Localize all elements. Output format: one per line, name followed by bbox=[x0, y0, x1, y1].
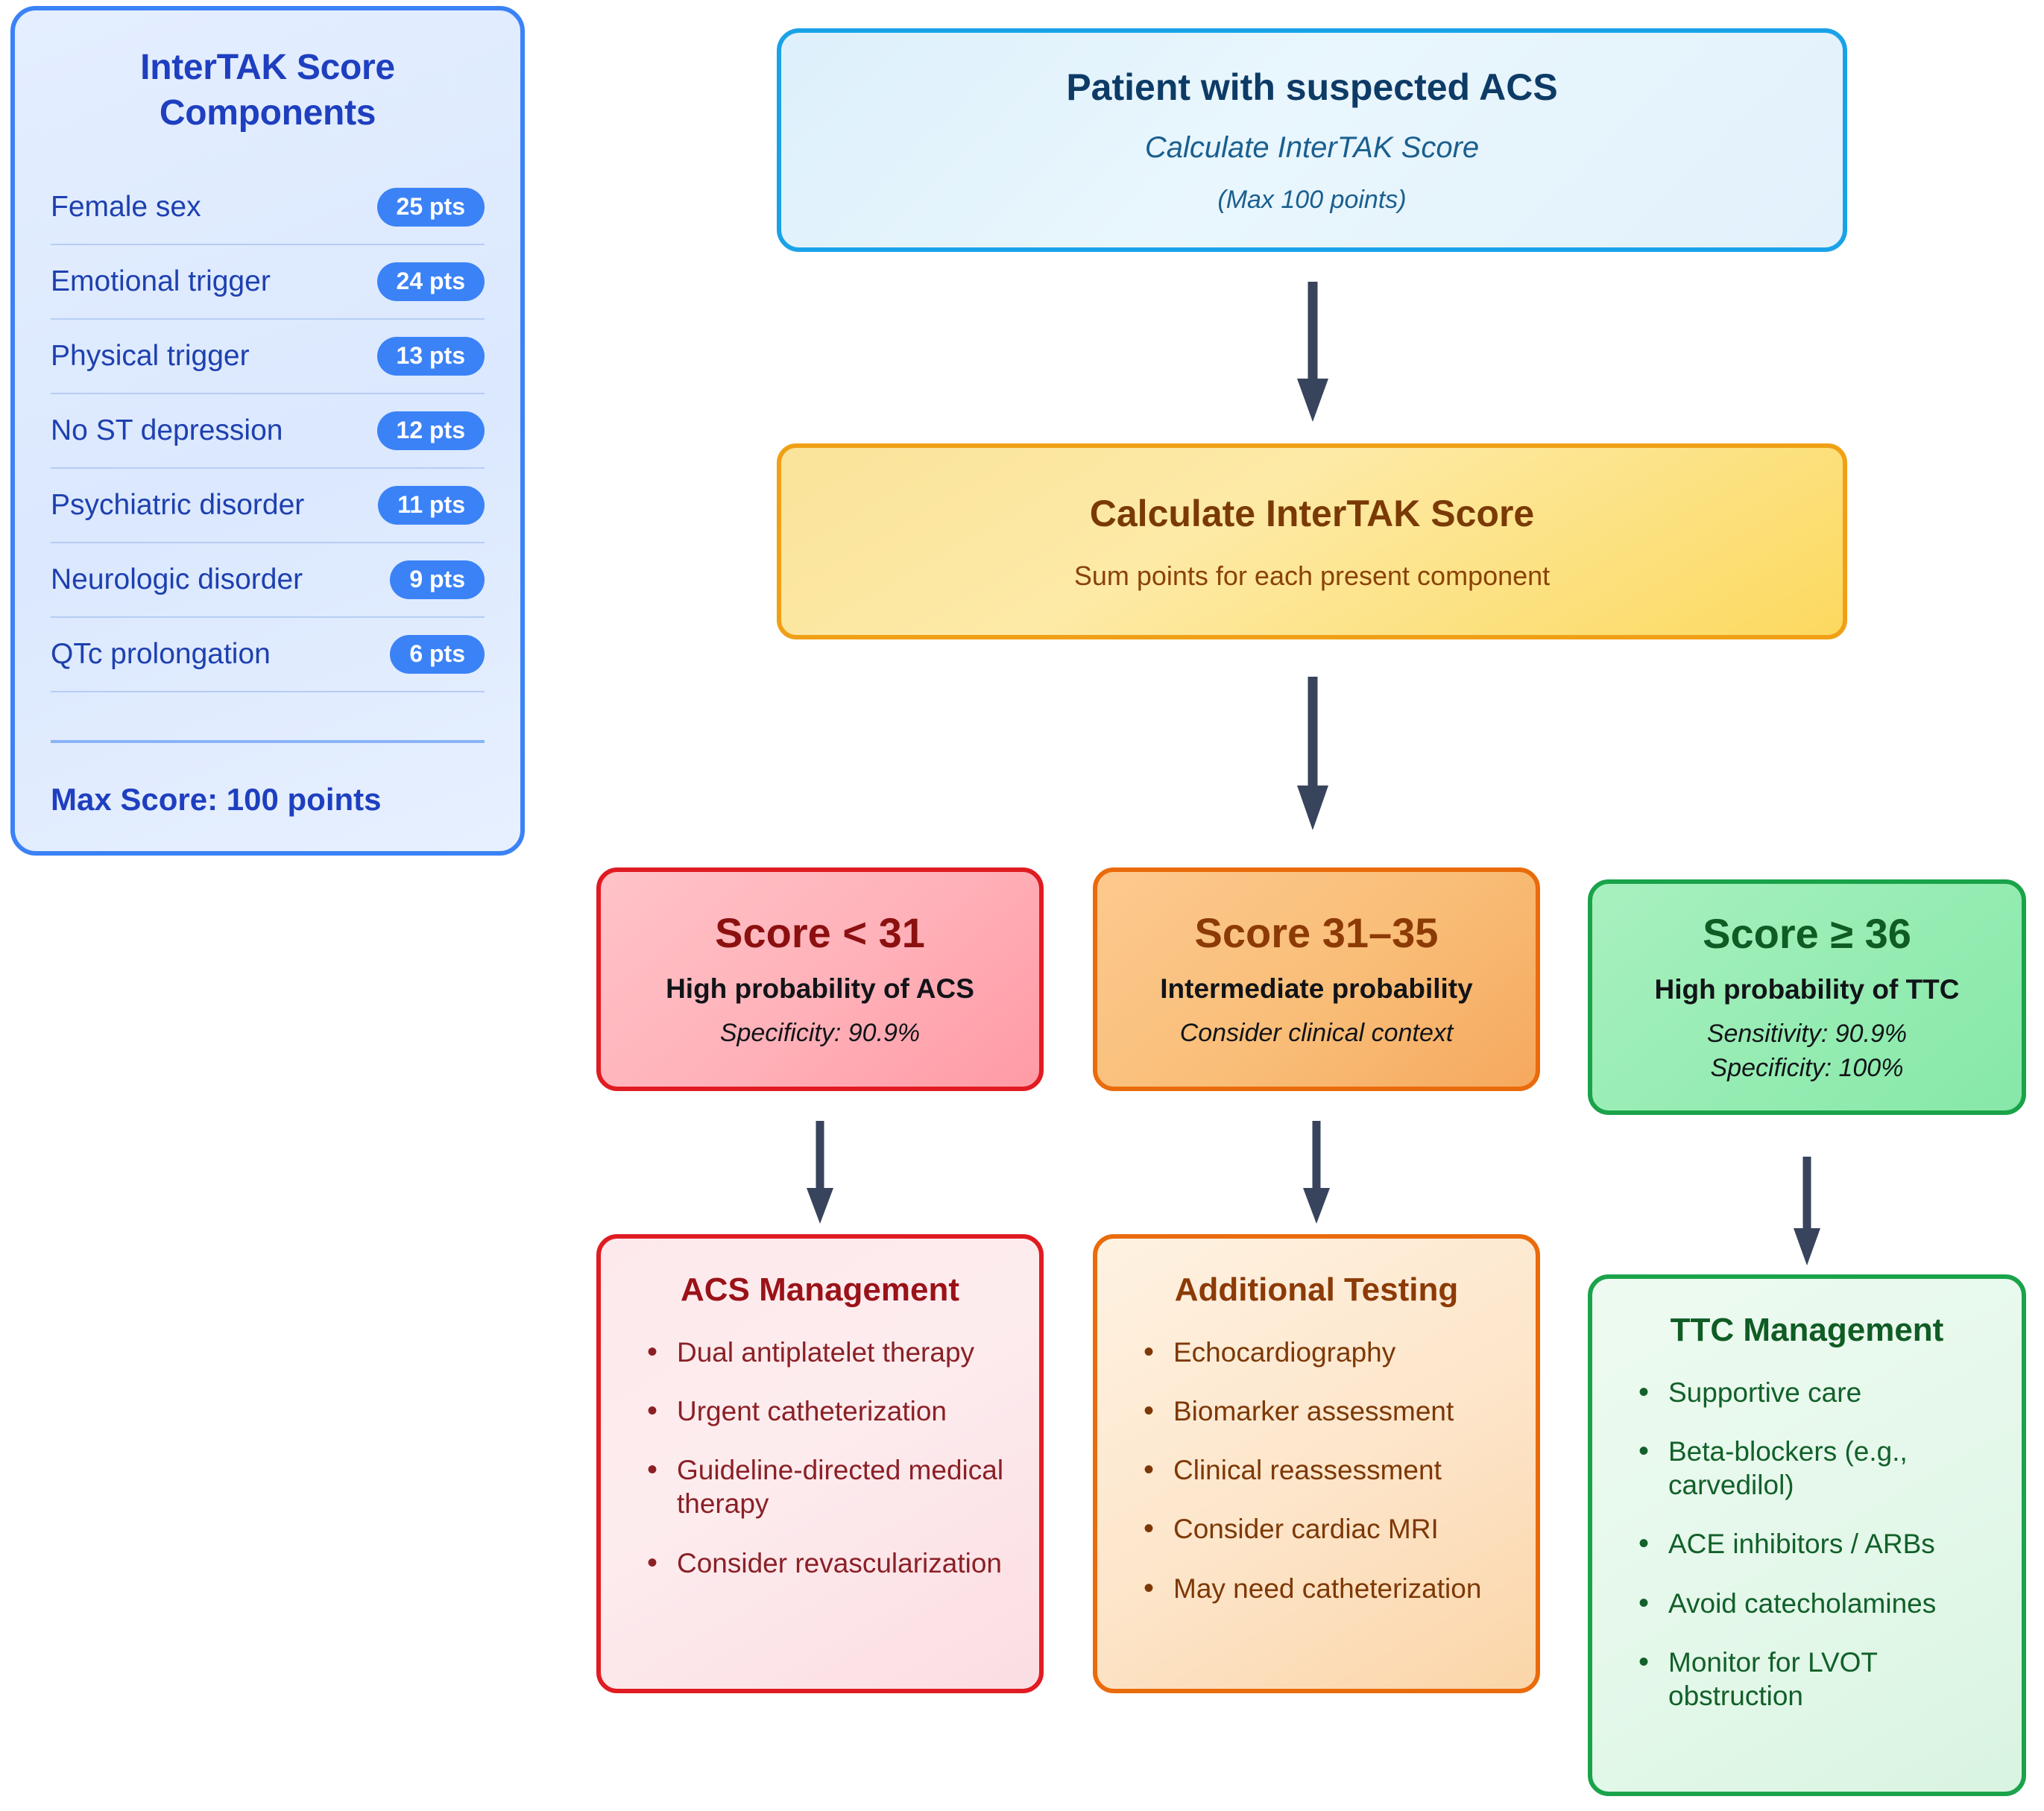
component-points-badge: 25 pts bbox=[376, 187, 485, 227]
node-note: (Max 100 points) bbox=[1217, 186, 1407, 214]
management-item-list: Supportive care Beta-blockers (e.g., car… bbox=[1622, 1374, 1992, 1713]
node-ttc-management: TTC Management Supportive care Beta-bloc… bbox=[1588, 1274, 2026, 1796]
tier-title: Score ≥ 36 bbox=[1703, 909, 1911, 957]
node-calculate-intertak-score: Calculate InterTAK Score Sum points for … bbox=[777, 443, 1847, 639]
tier-subtitle: High probability of ACS bbox=[666, 973, 974, 1004]
list-item: Echocardiography bbox=[1141, 1334, 1506, 1371]
node-acs-management: ACS Management Dual antiplatelet therapy… bbox=[596, 1234, 1044, 1693]
score-component-list: Female sex 25 pts Emotional trigger 24 p… bbox=[51, 171, 485, 743]
sidebar-title: InterTAK Score Components bbox=[140, 48, 395, 133]
component-points-badge: 13 pts bbox=[376, 336, 485, 376]
node-score-31-to-35: Score 31–35 Intermediate probability Con… bbox=[1093, 867, 1540, 1091]
score-component-row: Neurologic disorder 9 pts bbox=[51, 543, 485, 618]
list-item: Beta-blockers (e.g., carvedilol) bbox=[1635, 1433, 1992, 1502]
node-subtitle: Sum points for each present component bbox=[1073, 560, 1551, 591]
node-score-36-or-more: Score ≥ 36 High probability of TTC Sensi… bbox=[1588, 879, 2026, 1115]
max-score-label: Max Score: 100 points bbox=[51, 781, 382, 817]
arrow-tier2-to-additional-testing bbox=[1297, 1121, 1336, 1225]
component-label: Female sex bbox=[51, 190, 201, 223]
component-points-badge: 11 pts bbox=[378, 485, 485, 525]
tier-statistic: Specificity: 90.9% bbox=[719, 1018, 921, 1047]
management-title: ACS Management bbox=[680, 1271, 960, 1308]
node-score-under-31: Score < 31 High probability of ACS Speci… bbox=[596, 867, 1044, 1091]
tier-title: Score < 31 bbox=[715, 908, 925, 956]
component-points-badge: 24 pts bbox=[376, 262, 485, 301]
tier-title: Score 31–35 bbox=[1194, 908, 1439, 956]
component-label: Neurologic disorder bbox=[51, 563, 303, 595]
tier-statistic: Specificity: 100% bbox=[1710, 1053, 1904, 1082]
score-component-row: Emotional trigger 24 pts bbox=[51, 245, 485, 320]
component-label: QTc prolongation bbox=[51, 637, 271, 670]
score-component-row: Physical trigger 13 pts bbox=[51, 320, 485, 394]
tier-statistic: Sensitivity: 90.9% bbox=[1706, 1019, 1908, 1048]
list-item: Clinical reassessment bbox=[1141, 1452, 1506, 1488]
component-label: No ST depression bbox=[51, 414, 283, 446]
list-item: Urgent catheterization bbox=[644, 1393, 1009, 1429]
management-item-list: Dual antiplatelet therapy Urgent cathete… bbox=[631, 1334, 1009, 1581]
list-item: Consider revascularization bbox=[644, 1544, 1009, 1581]
list-item: Avoid catecholamines bbox=[1635, 1584, 1992, 1621]
management-item-list: Echocardiography Biomarker assessment Cl… bbox=[1127, 1334, 1506, 1606]
management-title: TTC Management bbox=[1670, 1312, 1944, 1348]
list-item: May need catheterization bbox=[1141, 1570, 1506, 1606]
score-component-row: Female sex 25 pts bbox=[51, 171, 485, 245]
intertak-score-components-card: InterTAK Score Components Female sex 25 … bbox=[10, 6, 525, 856]
tier-statistic: Consider clinical context bbox=[1179, 1018, 1454, 1047]
arrow-tier1-to-acs-management bbox=[801, 1121, 839, 1225]
score-component-row: Psychiatric disorder 11 pts bbox=[51, 469, 485, 543]
component-label: Physical trigger bbox=[51, 339, 250, 372]
management-title: Additional Testing bbox=[1174, 1271, 1459, 1308]
node-title: Calculate InterTAK Score bbox=[1089, 492, 1535, 534]
node-title: Patient with suspected ACS bbox=[1066, 66, 1558, 108]
component-label: Emotional trigger bbox=[51, 265, 271, 297]
list-item: Guideline-directed medical therapy bbox=[644, 1452, 1009, 1520]
component-points-badge: 9 pts bbox=[390, 560, 485, 599]
arrow-tier3-to-ttc-management bbox=[1788, 1157, 1826, 1267]
component-label: Psychiatric disorder bbox=[51, 488, 305, 521]
arrow-calculate-to-tiers bbox=[1293, 677, 1332, 832]
list-item: Supportive care bbox=[1635, 1374, 1992, 1411]
score-component-row: QTc prolongation 6 pts bbox=[51, 618, 485, 692]
list-item: Biomarker assessment bbox=[1141, 1393, 1506, 1429]
arrow-patient-to-calculate bbox=[1293, 282, 1332, 423]
node-subtitle: Calculate InterTAK Score bbox=[1144, 131, 1480, 164]
list-item: Consider cardiac MRI bbox=[1141, 1511, 1506, 1547]
list-item: Dual antiplatelet therapy bbox=[644, 1334, 1009, 1371]
node-additional-testing: Additional Testing Echocardiography Biom… bbox=[1093, 1234, 1540, 1693]
tier-subtitle: High probability of TTC bbox=[1654, 973, 1960, 1005]
component-points-badge: 12 pts bbox=[376, 411, 485, 450]
score-component-row: No ST depression 12 pts bbox=[51, 394, 485, 469]
component-points-badge: 6 pts bbox=[390, 634, 485, 674]
tier-subtitle: Intermediate probability bbox=[1160, 973, 1473, 1004]
node-patient-suspected-acs: Patient with suspected ACS Calculate Int… bbox=[777, 28, 1847, 252]
list-item: Monitor for LVOT obstruction bbox=[1635, 1644, 1992, 1713]
list-item: ACE inhibitors / ARBs bbox=[1635, 1526, 1992, 1562]
list-spacer-divider bbox=[51, 692, 485, 743]
